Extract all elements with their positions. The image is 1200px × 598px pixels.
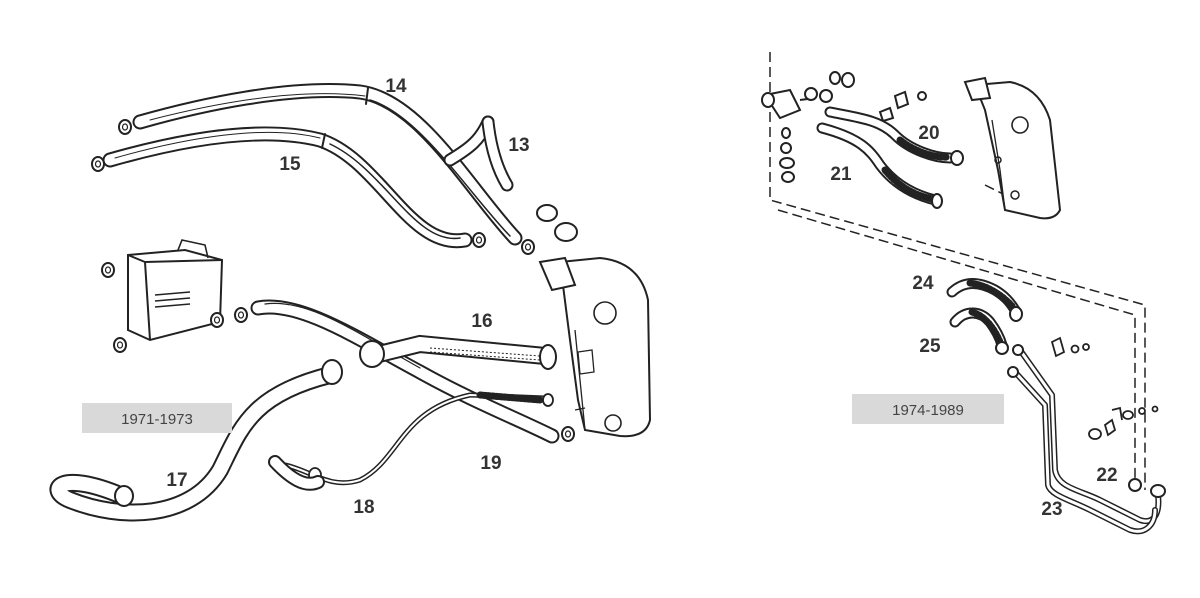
oil-tank-right xyxy=(963,76,1062,220)
line-18 xyxy=(268,391,554,491)
year-label-right: 1974-1989 xyxy=(892,402,964,419)
part-number-22: 22 xyxy=(1096,465,1117,486)
hose-clamps xyxy=(521,204,578,255)
dashed-guide-lines xyxy=(769,52,1146,490)
part-number-24: 24 xyxy=(912,273,934,294)
hose-13 xyxy=(443,115,514,192)
part-number-23: 23 xyxy=(1041,499,1062,520)
part-number-25: 25 xyxy=(919,336,941,357)
hose-20 xyxy=(824,106,964,166)
year-label-left: 1971-1973 xyxy=(121,411,193,428)
part-number-13: 13 xyxy=(508,135,529,156)
hose-25 xyxy=(949,307,1009,355)
hose-24 xyxy=(946,278,1023,322)
fitting-block xyxy=(761,71,927,183)
part-number-20: 20 xyxy=(918,123,939,144)
part-number-14: 14 xyxy=(385,76,407,97)
year-label-right-box xyxy=(852,394,1004,424)
hose-19 xyxy=(234,299,575,444)
hose-21 xyxy=(816,122,943,209)
part-number-18: 18 xyxy=(353,497,374,518)
hose-15 xyxy=(91,126,486,249)
part-number-17: 17 xyxy=(166,470,187,491)
hose-16 xyxy=(359,334,557,370)
oil-tank-left xyxy=(538,256,652,438)
year-label-left-box xyxy=(82,403,232,433)
hose-14 xyxy=(118,83,523,246)
part-number-16: 16 xyxy=(471,311,492,332)
oil-cooler xyxy=(101,239,224,353)
part-number-21: 21 xyxy=(830,164,852,185)
hose-17 xyxy=(49,359,343,522)
small-fittings-right xyxy=(1050,336,1159,440)
part-number-19: 19 xyxy=(480,453,501,474)
hard-lines-22-23 xyxy=(1007,344,1166,535)
part-number-15: 15 xyxy=(279,154,301,175)
